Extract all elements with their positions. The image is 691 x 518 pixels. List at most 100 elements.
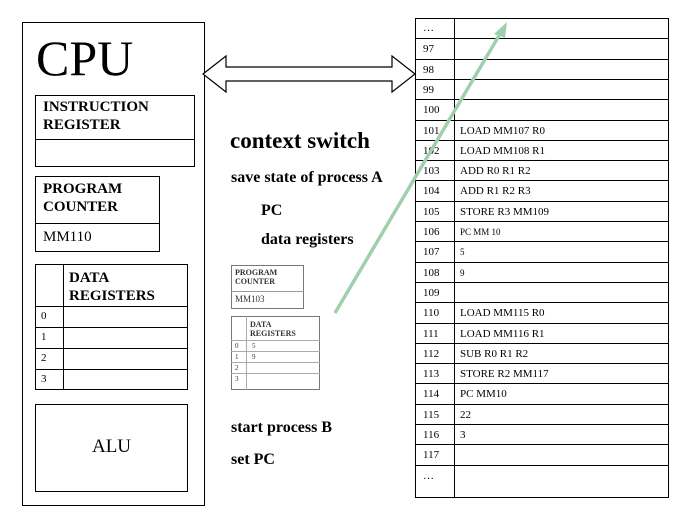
memory-address: 116 — [423, 429, 440, 441]
memory-value: LOAD MM107 R0 — [460, 124, 545, 137]
saved-program-counter-box — [231, 265, 304, 309]
memory-address: 105 — [423, 205, 440, 218]
saved-state-pointer-arrowhead — [494, 22, 507, 38]
set-pc-step: set PC — [231, 451, 275, 468]
data-registers-label: DATA REGISTERS — [69, 270, 155, 304]
saved-data-register-row: 3 — [231, 373, 320, 384]
memory-address: 117 — [423, 449, 440, 462]
data-register-index: 1 — [41, 331, 47, 343]
data-register-index: 3 — [41, 373, 47, 385]
alu-label: ALU — [91, 436, 132, 457]
memory-row: 107 5 — [415, 241, 669, 261]
memory-address: 103 — [423, 165, 440, 178]
memory-value: PC MM 10 — [460, 227, 501, 237]
memory-address: 110 — [423, 307, 440, 320]
memory-address: 101 — [423, 124, 440, 137]
memory-address: 109 — [423, 286, 440, 299]
memory-address: 99 — [423, 83, 434, 96]
memory-address: 112 — [423, 347, 440, 360]
memory-value: PC MM10 — [460, 388, 507, 401]
data-register-index: 2 — [41, 352, 47, 364]
data-registers-step: data registers — [261, 231, 354, 248]
saved-data-registers-box — [231, 316, 320, 390]
data-register-row: 3 — [35, 369, 188, 390]
memory-row: 110 LOAD MM115 R0 — [415, 302, 669, 322]
memory-address: 115 — [423, 408, 440, 421]
saved-program-counter-label: PROGRAM COUNTER — [235, 268, 278, 286]
memory-address: … — [423, 22, 434, 34]
saved-data-register-index: 2 — [235, 364, 239, 372]
memory-row: 109 — [415, 281, 669, 302]
memory-value: ADD R1 R2 R3 — [460, 185, 531, 198]
memory-row: 113 STORE R2 MM117 — [415, 363, 669, 383]
main-memory-table — [415, 18, 669, 498]
saved-program-counter-divider — [231, 291, 304, 292]
memory-address: 104 — [423, 185, 440, 198]
start-process-step: start process B — [231, 419, 333, 436]
cpu-title: CPU — [36, 30, 134, 86]
saved-data-registers-index-divider — [246, 316, 247, 390]
data-register-row: 0 — [35, 306, 188, 327]
save-state-step: save state of process A — [231, 169, 383, 186]
memory-row: 100 — [415, 99, 669, 119]
memory-value: 5 — [460, 247, 465, 258]
memory-address: 108 — [423, 266, 440, 279]
memory-address: 97 — [423, 43, 434, 56]
instruction-register-box — [35, 95, 195, 167]
memory-row: 99 — [415, 78, 669, 99]
memory-row: 108 9 — [415, 261, 669, 282]
instruction-register-divider — [35, 139, 195, 140]
memory-address: 111 — [423, 327, 439, 340]
memory-row: 105 STORE R3 MM109 — [415, 200, 669, 221]
memory-address: 98 — [423, 63, 434, 76]
memory-address: 100 — [423, 104, 440, 117]
saved-data-register-index: 0 — [235, 342, 239, 350]
memory-value: STORE R2 MM117 — [460, 368, 549, 381]
memory-row: 97 — [415, 38, 669, 58]
program-counter-divider — [35, 223, 160, 224]
data-register-row: 1 — [35, 327, 188, 348]
memory-address: 114 — [423, 388, 440, 401]
memory-value: LOAD MM115 R0 — [460, 307, 545, 320]
saved-program-counter-value: MM103 — [235, 294, 265, 304]
memory-row: 106 PC MM 10 — [415, 221, 669, 241]
memory-row: 116 3 — [415, 424, 669, 444]
memory-row: 104 ADD R1 R2 R3 — [415, 180, 669, 200]
program-counter-label: PROGRAM COUNTER — [43, 181, 123, 215]
memory-row: 98 — [415, 58, 669, 79]
bus-double-arrow — [202, 54, 416, 94]
memory-address: … — [423, 469, 434, 482]
pc-step: PC — [261, 202, 283, 219]
alu-box — [35, 404, 188, 492]
memory-row: … — [415, 464, 669, 485]
memory-address: 107 — [423, 246, 440, 259]
saved-data-register-value: 5 — [252, 342, 256, 350]
instruction-register-label: INSTRUCTION REGISTER — [43, 99, 149, 133]
memory-value: 9 — [460, 267, 465, 278]
memory-value: STORE R3 MM109 — [460, 205, 550, 218]
saved-data-register-value: 9 — [252, 353, 256, 361]
memory-address: 106 — [423, 226, 440, 238]
memory-row: 117 — [415, 444, 669, 464]
saved-data-register-index: 3 — [235, 375, 239, 383]
saved-data-register-index: 1 — [235, 353, 239, 361]
memory-address: 113 — [423, 368, 440, 381]
memory-address-divider — [454, 18, 455, 498]
data-register-row: 2 — [35, 348, 188, 369]
program-counter-box — [35, 176, 160, 252]
memory-row: 101 LOAD MM107 R0 — [415, 119, 669, 140]
data-register-index: 0 — [41, 310, 47, 322]
memory-row: … — [415, 18, 669, 38]
memory-value: 3 — [460, 429, 466, 441]
context-switch-title: context switch — [230, 128, 370, 153]
saved-data-registers-label: DATA REGISTERS — [250, 320, 296, 338]
program-counter-value: MM110 — [43, 229, 92, 245]
memory-value: LOAD MM108 R1 — [460, 144, 545, 157]
memory-row: 114 PC MM10 — [415, 383, 669, 403]
